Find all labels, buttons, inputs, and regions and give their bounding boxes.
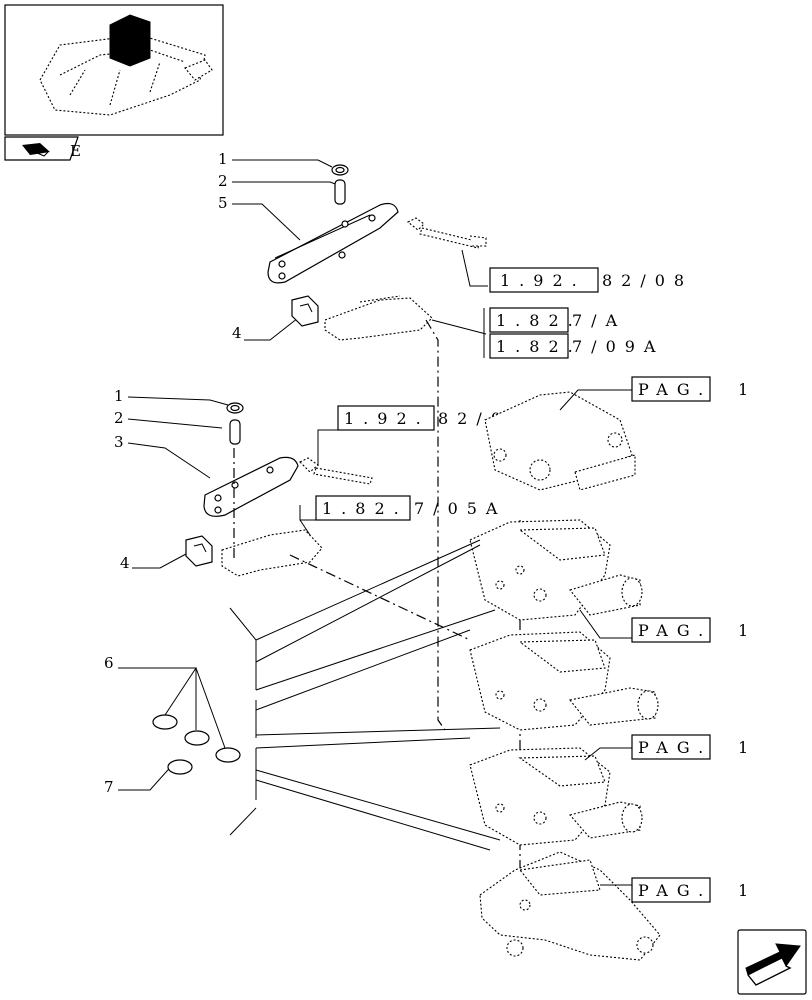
svg-text:1: 1 <box>738 881 757 900</box>
ref-1-92-82-08-upper[interactable]: 1.92. 82/08 <box>489 267 693 293</box>
svg-text:1.82.: 1.82. <box>496 337 582 356</box>
callout-6: 6 <box>104 654 114 672</box>
svg-text:7/09A: 7/09A <box>572 337 664 356</box>
thumbnail-tab[interactable]: E <box>4 136 81 161</box>
callout-2-upper: 2 <box>218 172 228 190</box>
svg-text:1.92.: 1.92. <box>344 409 430 428</box>
svg-text:PAG.: PAG. <box>638 621 712 640</box>
svg-text:82/08: 82/08 <box>602 271 693 290</box>
o-ring-2 <box>184 730 210 746</box>
seal-leader-bracket <box>229 539 501 851</box>
ref-pag-1-second[interactable]: PAG. 1 <box>631 617 757 643</box>
callout-3: 3 <box>114 433 124 451</box>
highlight-block <box>109 14 151 67</box>
callout-4-upper: 4 <box>232 324 242 342</box>
svg-text:PAG.: PAG. <box>638 881 712 900</box>
svg-text:1: 1 <box>738 380 757 399</box>
ref-1-82-7-05a[interactable]: 1.82. 7/05A <box>315 495 506 521</box>
snap-ring-upper <box>331 164 349 176</box>
svg-text:PAG.: PAG. <box>638 738 712 757</box>
valve-section-2 <box>469 631 659 731</box>
next-page-arrow-icon[interactable] <box>737 929 807 995</box>
snap-ring-lower <box>226 402 244 414</box>
o-ring-4 <box>167 759 193 775</box>
callout-2-lower: 2 <box>114 409 124 427</box>
o-ring-3 <box>215 747 241 763</box>
rod-upper <box>406 217 487 249</box>
rod-lower <box>299 457 373 485</box>
ref-pag-1-third[interactable]: PAG. 1 <box>631 734 757 760</box>
pin-lower <box>229 419 241 445</box>
svg-text:7/A: 7/A <box>572 311 626 330</box>
pin-upper <box>334 179 346 205</box>
svg-text:1: 1 <box>738 621 757 640</box>
lever-3 <box>203 456 299 517</box>
ref-pag-1-fourth[interactable]: PAG. 1 <box>631 877 757 903</box>
valve-section-3 <box>469 747 643 846</box>
callout-5: 5 <box>218 194 228 212</box>
valve-end-cover <box>479 851 661 961</box>
callout-7: 7 <box>104 778 114 796</box>
svg-text:1.82.: 1.82. <box>496 311 582 330</box>
ref-1-82-7-09a[interactable]: 1.82. 7/09A <box>489 333 664 359</box>
clip-4-lower <box>185 535 213 567</box>
svg-text:1.82.: 1.82. <box>322 499 408 518</box>
ref-1-82-7-a[interactable]: 1.82. 7/A <box>489 307 626 333</box>
clip-4-upper <box>291 295 319 327</box>
svg-text:7/05A: 7/05A <box>414 499 506 518</box>
valve-inlet-block <box>484 391 636 491</box>
bracket-upper <box>324 295 433 341</box>
bracket-lower <box>221 529 323 577</box>
callout-1-lower: 1 <box>114 387 124 405</box>
valve-section-1 <box>469 519 643 621</box>
lever-5 <box>267 202 399 284</box>
callout-4-lower: 4 <box>120 554 130 572</box>
svg-text:1: 1 <box>738 738 757 757</box>
o-ring-1 <box>152 714 178 730</box>
callout-1-upper: 1 <box>218 150 228 168</box>
svg-text:PAG.: PAG. <box>638 380 712 399</box>
thumbnail-tab-label: E <box>70 142 81 160</box>
svg-text:1.92.: 1.92. <box>500 271 586 290</box>
ref-pag-1-first[interactable]: PAG. 1 <box>631 376 757 402</box>
thumbnail-view[interactable] <box>4 4 224 136</box>
